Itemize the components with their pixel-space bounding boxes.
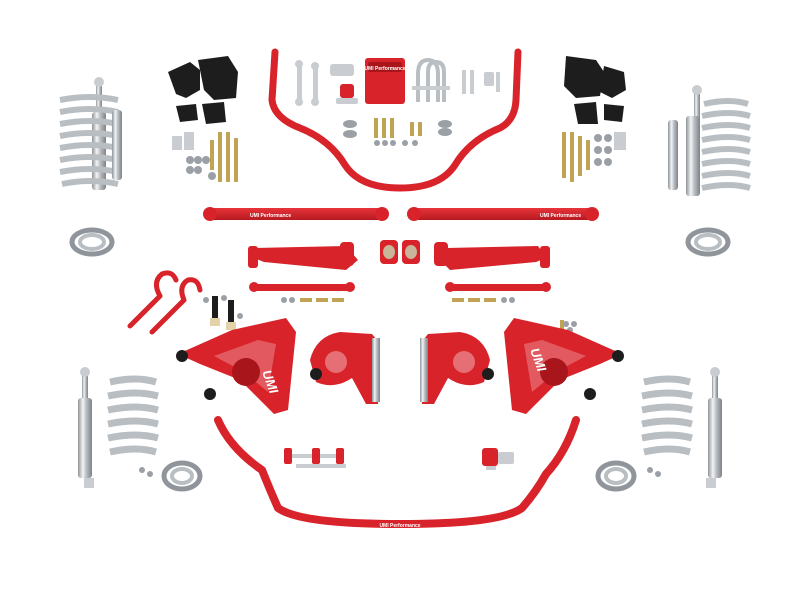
hardware-bolts-top: [462, 70, 500, 94]
spring-isolators-right-top: [685, 227, 731, 257]
upper-control-arm-left: [248, 242, 358, 270]
adjustable-rod-right: [445, 282, 551, 303]
front-lower-a-arm-left: UMI: [176, 318, 296, 414]
shock-mount-bracket-right: [564, 56, 626, 124]
shock-mount-bracket-left: [168, 56, 238, 124]
lower-control-arm-right: UMI Performance: [407, 207, 599, 221]
spring-isolators-bottom-left: [139, 460, 203, 492]
coilover-bottom-left: [78, 367, 159, 488]
end-link-kit-left: [203, 295, 243, 330]
u-bolts: [412, 57, 450, 102]
front-upper-arm-left: [310, 332, 380, 404]
sway-bar-mount: [482, 448, 514, 470]
differential-bushings: [380, 240, 420, 264]
arm-decal-left: UMI Performance: [250, 213, 291, 219]
spring-isolators-left-top: [69, 227, 115, 257]
differential-bracket: UMI Performance: [364, 58, 406, 104]
upper-control-arm-right: [434, 242, 550, 270]
fastener-kit-left: [172, 132, 238, 182]
spring-isolators-bottom-right: [595, 460, 661, 492]
lower-control-arm-left: UMI Performance: [203, 207, 389, 221]
rear-sway-bar: [268, 48, 522, 192]
end-links-top: [295, 60, 319, 106]
coilover-top-right: [668, 85, 751, 196]
sway-bar-bushings: [330, 64, 358, 104]
spanner-wrenches: [127, 270, 203, 335]
coilover-bottom-right: [641, 367, 722, 488]
fastener-kit-right: [562, 132, 626, 182]
front-lower-a-arm-right: UMI: [504, 318, 624, 414]
sway-bar-decal: UMI Performance: [379, 523, 420, 529]
sway-bar-end-links: [284, 448, 346, 468]
adjustable-rod-left: [249, 282, 355, 303]
arm-decal-right: UMI Performance: [540, 213, 581, 219]
bracket-logo: UMI Performance: [364, 66, 405, 72]
coilover-top-left: [59, 77, 122, 190]
front-sway-bar: UMI Performance: [214, 416, 580, 529]
front-upper-arm-right: [420, 332, 494, 404]
fastener-kit-center: [343, 118, 452, 146]
